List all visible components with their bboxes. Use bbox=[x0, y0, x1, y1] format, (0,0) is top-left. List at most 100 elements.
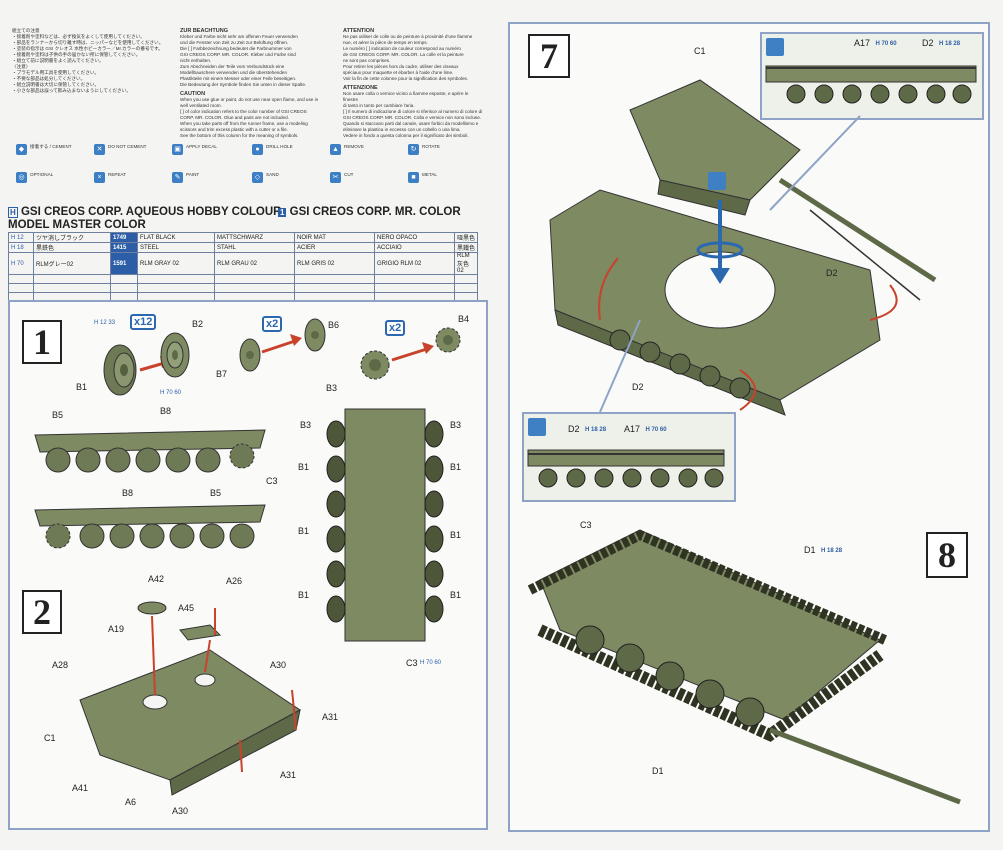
color-fr: ACIER bbox=[294, 242, 375, 253]
callout-bottom-a17: A17 H 70 60 bbox=[624, 424, 667, 434]
hatch-a42 bbox=[137, 601, 167, 615]
repeat-b6-badge: x2 bbox=[262, 316, 283, 332]
paint-icon: ✎ bbox=[172, 172, 183, 183]
label-b4: B4 bbox=[458, 314, 470, 324]
color-en: FLAT BLACK bbox=[137, 232, 215, 243]
arrow-a31 bbox=[239, 739, 243, 773]
arrow-d2-front bbox=[598, 257, 619, 321]
step-2-number: 2 bbox=[22, 590, 62, 634]
de-title: ZUR BEACHTUNG bbox=[180, 28, 228, 34]
cement-symbol-icon bbox=[708, 172, 726, 190]
label-a42: A42 bbox=[148, 574, 165, 584]
fr-title: ATTENTION bbox=[343, 28, 375, 34]
b8-color-chip: H 70 60 bbox=[160, 390, 182, 396]
color-code-h: H 70 bbox=[8, 252, 34, 275]
fr-line: ne sont pas comprises. bbox=[343, 58, 391, 63]
de-line: nicht enthalten. bbox=[180, 58, 212, 63]
rotate-indicator bbox=[696, 241, 744, 259]
color-de: STAHL bbox=[214, 242, 295, 253]
label-b3: B3 bbox=[326, 383, 338, 393]
label-b1-under2-r: B1 bbox=[450, 530, 462, 540]
cut-icon: ✂ bbox=[330, 172, 341, 183]
callout-top-a17: A17 H 70 60 bbox=[854, 38, 897, 48]
symbol-label: REPEAT bbox=[108, 172, 127, 177]
rotate-icon: ↻ bbox=[408, 144, 419, 155]
color-jp: ツヤ消しブラック bbox=[33, 232, 111, 243]
label-d2-step7-b: D2 bbox=[632, 382, 644, 392]
label-c3: C3 bbox=[266, 476, 278, 486]
label-b5: B5 bbox=[52, 410, 64, 420]
color-jp: RLMグレー02 bbox=[33, 252, 111, 275]
label-b6: B6 bbox=[328, 320, 340, 330]
option-icon: ◎ bbox=[16, 172, 27, 183]
fr-line: de GSI CREOS CORP. MR. COLOR. La colle e… bbox=[343, 52, 464, 57]
label-c1: C1 bbox=[44, 733, 56, 743]
repeat-icon: × bbox=[94, 172, 105, 183]
table-row bbox=[8, 292, 478, 302]
symbol-label: REMOVE bbox=[344, 144, 364, 149]
de-line: und die Fenster von Zeit zu Zeit zur Bel… bbox=[180, 40, 289, 45]
cement-icon: ◆ bbox=[16, 144, 27, 155]
color-fr: NOIR MAT bbox=[294, 232, 375, 243]
callout-top-d2: D2 H 18 28 bbox=[922, 38, 961, 48]
label-b2: B2 bbox=[192, 319, 204, 329]
label-b5-lower: B5 bbox=[210, 488, 222, 498]
do-not-cement-icon: ✕ bbox=[94, 144, 105, 155]
label-a28: A28 bbox=[52, 660, 69, 670]
color-it: ACCIAIO bbox=[374, 242, 455, 253]
de-line: Zum Abschneiden der Teile vom Verbundstü… bbox=[180, 64, 285, 69]
color-it: NERO OPACO bbox=[374, 232, 455, 243]
label-a45: A45 bbox=[178, 603, 195, 613]
label-b3-under-r: B3 bbox=[450, 420, 462, 430]
color-cn: RLM 灰色02 bbox=[454, 252, 478, 275]
symbol-label: DO NOT CEMENT bbox=[108, 144, 147, 149]
label-b1-under2: B1 bbox=[298, 526, 310, 536]
arrow-d2-rear bbox=[739, 369, 756, 411]
mr-color-icon: 1 bbox=[278, 208, 287, 217]
label-b1-under3: B1 bbox=[298, 590, 310, 600]
symbols-legend: ◆ 接着する / CEMENT ✕ DO NOT CEMENT ▣ APPLY … bbox=[12, 142, 482, 202]
sprocket-b3 bbox=[360, 350, 390, 380]
jp-line: ・接着剤や塗料は子供の手の届かない所に保管してください。 bbox=[12, 52, 141, 57]
turret-c1 bbox=[79, 649, 301, 796]
label-a30-b: A30 bbox=[172, 806, 189, 816]
fr-line: spéciaux pour maquette et ébarber à l'ai… bbox=[343, 70, 454, 75]
color-en: STEEL bbox=[137, 242, 215, 253]
model-master-heading: MODEL MASTER COLOR bbox=[8, 219, 146, 231]
step-7-number: 7 bbox=[528, 34, 570, 78]
hub-b6 bbox=[304, 318, 326, 352]
table-row: H 70 RLMグレー02 1591 RLM GRAY 02 RLM GRAU … bbox=[8, 252, 478, 275]
table-row bbox=[8, 283, 478, 293]
label-a19: A19 bbox=[108, 624, 125, 634]
it-line: di tanto in tanto per cambiare l'aria. bbox=[343, 103, 415, 108]
metal-icon: ■ bbox=[408, 172, 419, 183]
repeat-b1-badge: x12 bbox=[130, 314, 157, 330]
hull-side-views bbox=[34, 429, 266, 549]
label-c1-step7: C1 bbox=[694, 46, 706, 56]
hull-side-lower bbox=[34, 504, 266, 549]
info-panel: 組立ての注意 ・接着剤や塗料などは、必ず換気をよくして使用してください。 ・部品… bbox=[8, 22, 488, 320]
arrow-a42 bbox=[151, 615, 156, 696]
wheel-b1 bbox=[103, 344, 137, 396]
label-a30: A30 bbox=[270, 660, 287, 670]
b1-color-chip: H 12 33 bbox=[94, 320, 116, 326]
label-c3-under: C3 bbox=[406, 658, 418, 668]
arrow-a45 bbox=[204, 639, 211, 673]
jp-line: ・接着剤や塗料などは、必ず換気をよくして使用してください。 bbox=[12, 34, 145, 39]
fr-line: Le numéro [ ] indication de couleur corr… bbox=[343, 46, 461, 51]
paint-brush-icon bbox=[766, 38, 784, 56]
label-b7: B7 bbox=[216, 369, 228, 379]
paint-brush-icon-2 bbox=[528, 418, 546, 436]
label-c3-step8: C3 bbox=[580, 520, 592, 530]
color-code-h: H 18 bbox=[8, 242, 34, 253]
aqueous-heading: H GSI CREOS CORP. AQUEOUS HOBBY COLOUR bbox=[8, 206, 282, 218]
callout-bottom-d2: D2 H 18 28 bbox=[568, 424, 607, 434]
wheel-b2 bbox=[160, 332, 190, 378]
jp-line: ・組立説明書は大切に保管してください。 bbox=[12, 82, 100, 87]
step8-track-diagram bbox=[527, 529, 961, 805]
symbol-label: CUT bbox=[344, 172, 354, 177]
label-d2-step7: D2 bbox=[826, 268, 838, 278]
fr-line: Voir la fin de cette colonne pour la sig… bbox=[343, 76, 469, 81]
label-a31-b: A31 bbox=[280, 770, 297, 780]
label-a41: A41 bbox=[72, 783, 89, 793]
